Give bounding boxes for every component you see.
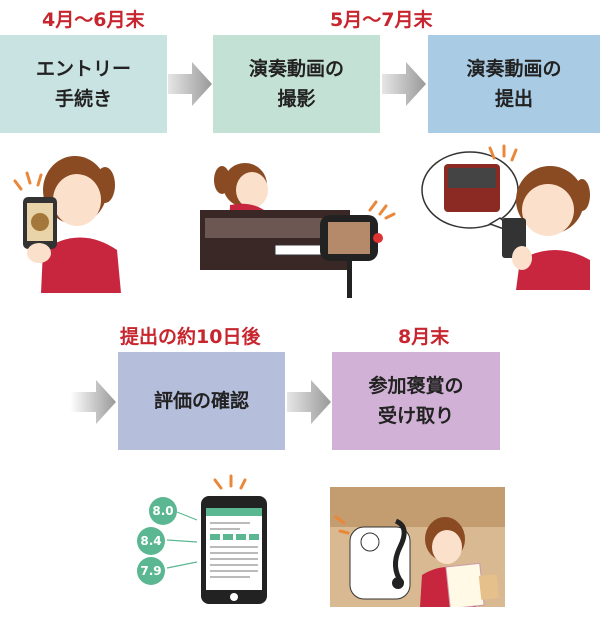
timing-label-award: 8月末	[398, 326, 450, 348]
score-badge: 8.0	[149, 497, 177, 525]
step-record-video: 演奏動画の 撮影	[213, 35, 380, 133]
step-receive-award: 参加褒賞の 受け取り	[332, 352, 500, 450]
timing-label-video: 5月〜7月末	[330, 9, 433, 31]
arrow-right-icon	[70, 380, 116, 424]
step-check-evaluation: 評価の確認	[118, 352, 285, 450]
step-entry: エントリー 手続き	[0, 35, 167, 133]
award-photo	[330, 487, 505, 607]
score-badge: 8.4	[137, 527, 165, 555]
step-submit-video: 演奏動画の 提出	[428, 35, 600, 133]
timing-label-entry: 4月〜6月末	[42, 9, 145, 31]
girl-viewing-video-illustration	[421, 144, 590, 290]
arrow-right-icon	[382, 62, 426, 106]
arrow-right-icon	[287, 380, 331, 424]
score-badge: 7.9	[137, 557, 165, 585]
arrow-right-icon	[168, 62, 212, 106]
evaluation-phone-illustration	[166, 474, 267, 604]
girl-with-phone-illustration	[13, 156, 121, 293]
timing-label-evaluation: 提出の約10日後	[120, 326, 261, 348]
piano-recording-illustration	[200, 163, 396, 298]
